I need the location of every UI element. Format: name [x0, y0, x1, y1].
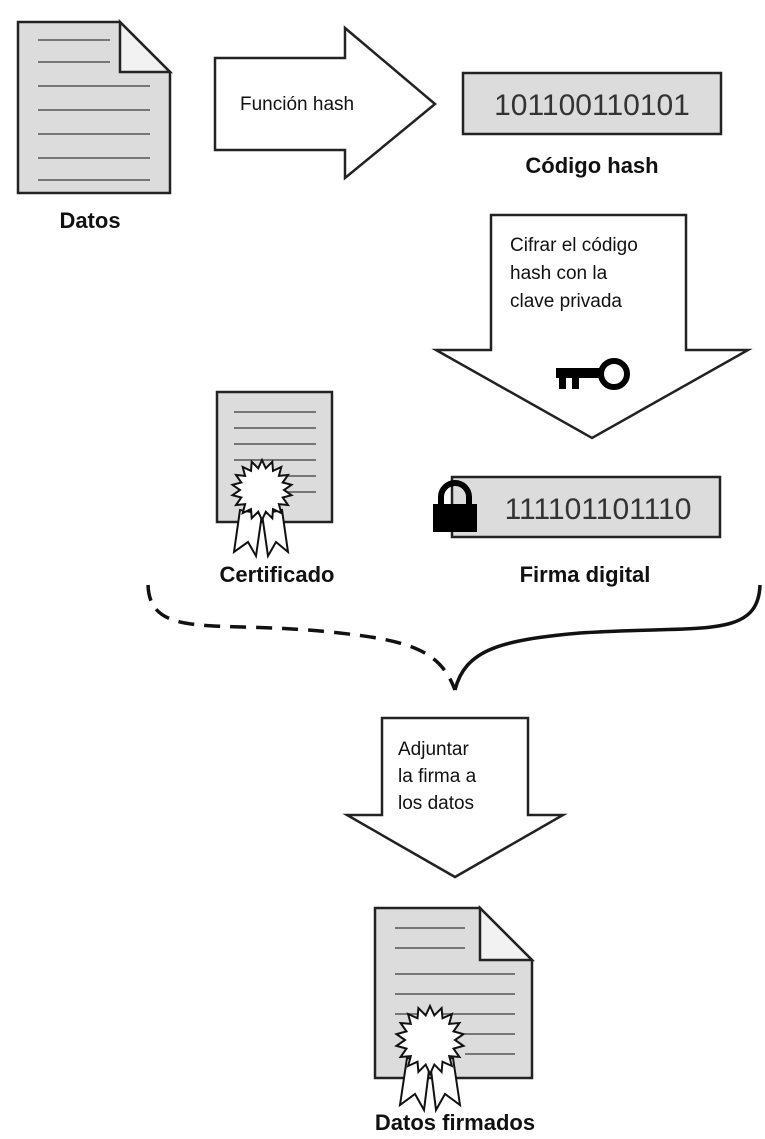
seal-icon: [230, 457, 294, 523]
signed-document-icon: [373, 904, 536, 1114]
codigo-hash-label: Código hash: [525, 153, 658, 178]
hash-function-arrow: [213, 25, 437, 181]
key-icon: [556, 358, 630, 390]
cifrar-line-1: Cifrar el código: [510, 235, 638, 256]
cifrar-line-3: clave privada: [510, 291, 622, 312]
firma-digital-label: Firma digital: [520, 562, 651, 587]
attach-arrow: [342, 716, 568, 879]
encrypt-arrow: [431, 213, 753, 440]
adjuntar-line-3: los datos: [398, 793, 474, 814]
funcion-hash-label: Función hash: [240, 94, 354, 115]
seal-icon: [394, 1003, 466, 1077]
datos-firmados-label: Datos firmados: [375, 1110, 535, 1135]
adjuntar-line-2: la firma a: [398, 766, 477, 787]
hash-code-box: [461, 71, 723, 136]
hash-code-value: 101100110101: [494, 89, 690, 122]
signature-value: 111101101110: [505, 493, 692, 526]
signature-connector: [453, 584, 762, 691]
signature-box: [450, 475, 722, 539]
adjuntar-line-1: Adjuntar: [398, 739, 469, 760]
certificate-connector: [146, 584, 457, 691]
certificado-label: Certificado: [220, 562, 335, 587]
datos-label: Datos: [59, 208, 120, 233]
document-icon: [16, 18, 174, 195]
lock-icon: [433, 480, 477, 532]
cifrar-line-2: hash con la: [510, 263, 608, 284]
certificate-icon: [215, 390, 334, 560]
